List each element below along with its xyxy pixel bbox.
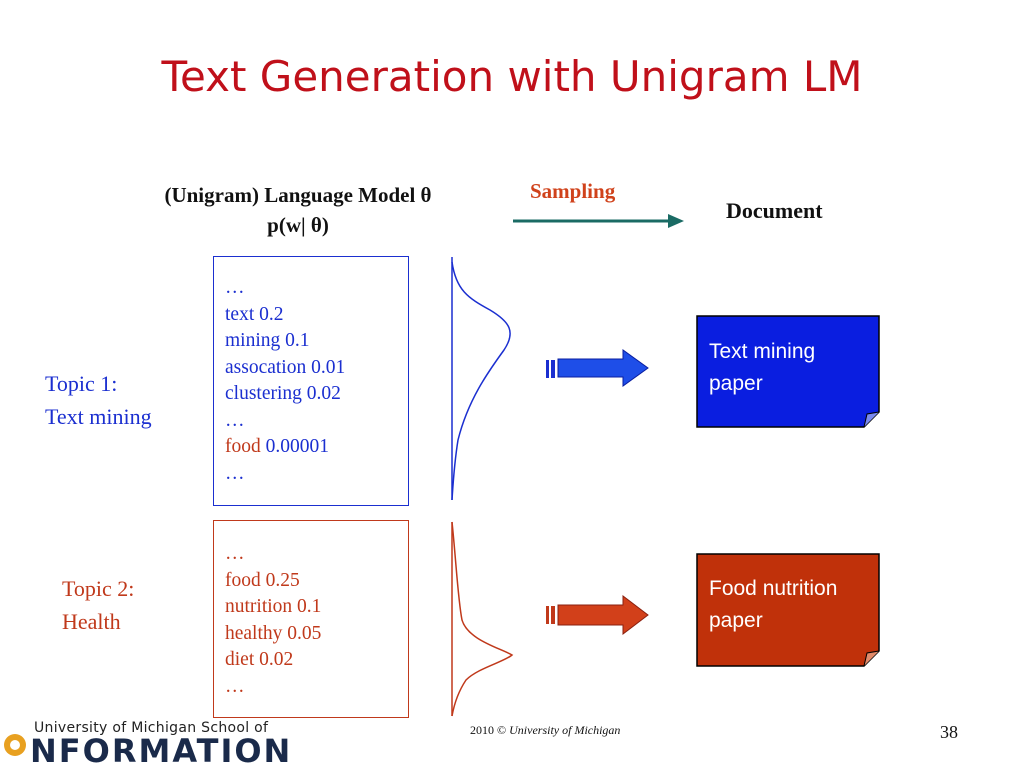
model-row: … xyxy=(225,543,245,564)
logo-mark xyxy=(4,734,26,756)
topic2-label: Topic 2: Health xyxy=(62,572,134,638)
document1-line1: Text mining xyxy=(709,340,816,363)
model-row: … xyxy=(225,462,245,484)
model-row: mining 0.1 xyxy=(225,330,310,351)
topic2-number: Topic 2: xyxy=(62,576,135,601)
topic1-name: Text mining xyxy=(45,404,152,429)
model-row: healthy 0.05 xyxy=(225,622,322,644)
model-row: … xyxy=(225,675,245,697)
model-row: … xyxy=(225,277,245,298)
topic1-generate-arrow xyxy=(546,349,649,387)
language-model-header: (Unigram) Language Model θ p(w| θ) xyxy=(112,180,484,240)
model-row: assocation 0.01 xyxy=(225,356,346,378)
sampling-arrow xyxy=(513,214,684,228)
slide-title: Text Generation with Unigram LM xyxy=(161,52,863,101)
topic1-distribution-curve xyxy=(451,257,511,501)
food-word: food xyxy=(225,436,261,457)
model-row: food 0.25 xyxy=(225,569,300,591)
topic1-label: Topic 1: Text mining xyxy=(45,367,152,433)
topic1-model-box: … text 0.2 mining 0.1 assocation 0.01 cl… xyxy=(213,256,409,506)
topic1-number: Topic 1: xyxy=(45,371,118,396)
model-row-food: food 0.00001 xyxy=(225,434,398,461)
document2-line1: Food nutrition xyxy=(709,577,838,600)
document2-shape xyxy=(696,553,880,667)
model-row: text 0.2 xyxy=(225,303,284,325)
footer-copyright: 2010 © University of Michigan xyxy=(470,723,620,738)
umsi-logo: University of Michigan School of NFORMAT… xyxy=(0,718,290,770)
footer-org: University of Michigan xyxy=(509,723,621,737)
copyright-symbol: © xyxy=(497,723,507,737)
topic2-name: Health xyxy=(62,609,121,634)
topic2-model-box: … food 0.25 nutrition 0.1 healthy 0.05 d… xyxy=(213,520,409,718)
logo-top-text: University of Michigan School of xyxy=(34,720,269,736)
topic2-generate-arrow xyxy=(546,594,649,636)
document1-line2: paper xyxy=(709,372,763,395)
footer-year: 2010 xyxy=(470,723,494,737)
document1-shape xyxy=(696,315,880,428)
logo-main-text: NFORMATION xyxy=(30,732,293,770)
probability-label: p(w| θ) xyxy=(267,213,329,237)
document-label: Document xyxy=(726,198,823,223)
document2-line2: paper xyxy=(709,609,763,632)
topic2-distribution-curve xyxy=(451,521,514,717)
document1-text: Text mining paper xyxy=(697,317,879,427)
food-probability: 0.00001 xyxy=(265,436,329,457)
language-model-label: (Unigram) Language Model θ xyxy=(164,183,432,207)
model-row: clustering 0.02 xyxy=(225,383,341,404)
model-row: … xyxy=(225,409,245,431)
page-number: 38 xyxy=(940,722,958,742)
sampling-label: Sampling xyxy=(530,179,616,203)
model-row: nutrition 0.1 xyxy=(225,596,322,617)
model-row: diet 0.02 xyxy=(225,649,294,670)
document2-text: Food nutrition paper xyxy=(697,555,879,665)
